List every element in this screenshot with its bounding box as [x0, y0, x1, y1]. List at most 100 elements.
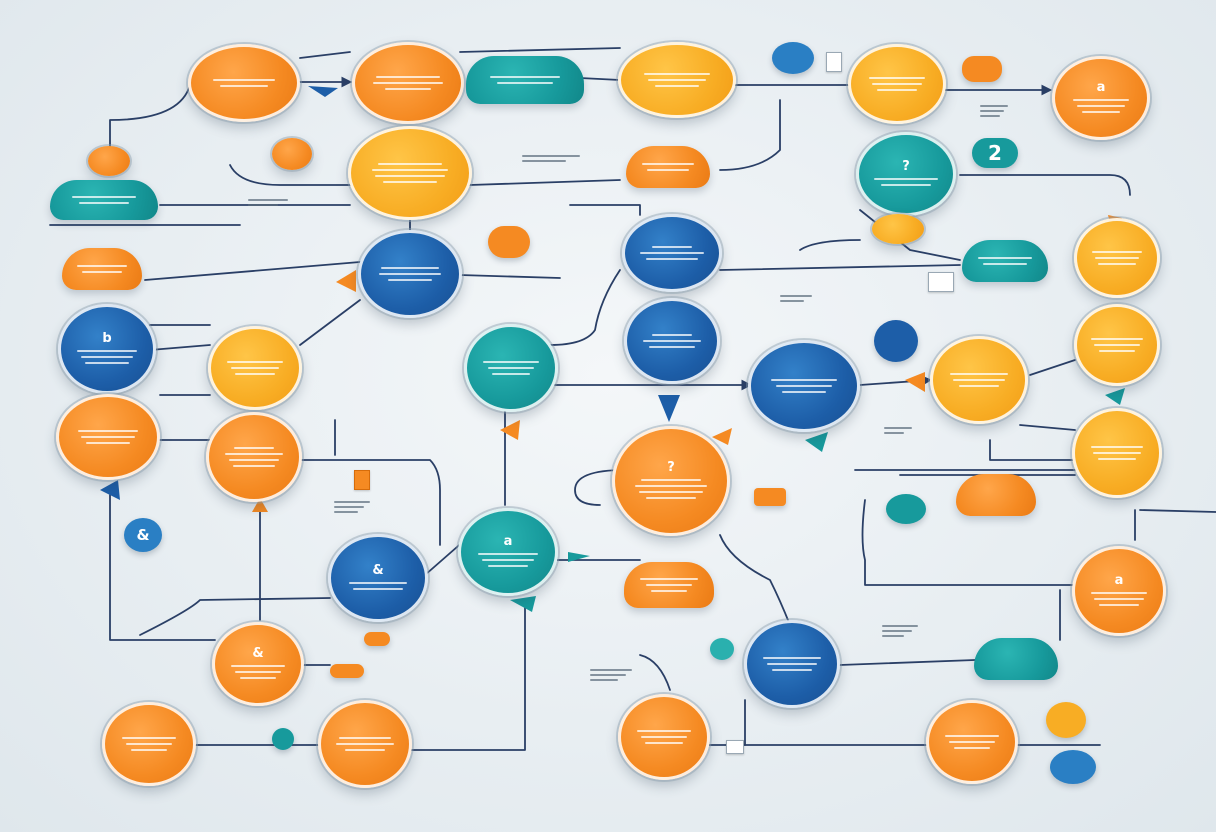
small-node[interactable] [872, 214, 924, 244]
cursor-badge [874, 320, 918, 362]
number-badge: & [124, 518, 162, 552]
flow-node[interactable] [622, 214, 722, 292]
pill-tag [330, 664, 364, 678]
cloud-node[interactable] [626, 146, 710, 188]
connector-line [799, 239, 861, 251]
cloud-node[interactable] [624, 562, 714, 608]
cloud-node[interactable] [974, 638, 1058, 680]
arrow-pointer-icon [500, 420, 520, 440]
connector-line [469, 179, 621, 186]
node-glyph: b [102, 331, 112, 346]
flow-node[interactable] [1072, 408, 1162, 498]
flow-node[interactable] [744, 620, 840, 708]
connector-line [719, 534, 791, 626]
flow-node[interactable] [352, 42, 464, 124]
flow-node[interactable]: & [328, 534, 428, 622]
flow-node[interactable] [348, 126, 472, 220]
flow-node[interactable] [618, 694, 710, 780]
node-glyph: a [503, 534, 513, 549]
number-badge-label: & [136, 526, 150, 544]
connector-line [861, 499, 1076, 586]
flow-node[interactable] [358, 230, 462, 318]
node-glyph: & [252, 646, 264, 661]
annotation-note [882, 622, 922, 640]
node-glyph: & [372, 563, 384, 578]
flow-node[interactable] [56, 394, 160, 480]
document-icon [354, 470, 370, 490]
flow-node[interactable]: a [1052, 56, 1150, 140]
annotation-note [590, 666, 636, 684]
flow-node[interactable] [318, 700, 412, 788]
annotation-note [884, 424, 914, 437]
arrow-pointer-icon [805, 432, 828, 452]
connector-line [139, 597, 331, 636]
flow-node[interactable] [618, 42, 736, 118]
flow-node[interactable] [206, 412, 302, 502]
arrow-pointer-icon [510, 596, 536, 612]
cloud-node[interactable] [50, 180, 158, 220]
connector-line [1139, 509, 1216, 513]
flow-node[interactable] [624, 298, 720, 384]
flow-node[interactable]: a [458, 508, 558, 596]
flow-node[interactable] [748, 340, 860, 432]
connector-line [109, 84, 191, 161]
node-glyph: ? [902, 159, 910, 174]
flow-node[interactable] [926, 700, 1018, 784]
flow-node[interactable] [1074, 218, 1160, 298]
small-badge [1046, 702, 1086, 738]
flow-node[interactable]: b [58, 304, 156, 394]
cloud-node[interactable] [962, 240, 1048, 282]
small-badge [488, 226, 530, 258]
connector-line [459, 274, 561, 279]
node-glyph: a [1096, 80, 1106, 95]
connector-line [149, 344, 211, 351]
connector-line [579, 77, 621, 81]
small-node[interactable] [88, 146, 130, 176]
arrow-pointer-icon [658, 395, 680, 422]
document-icon [928, 272, 954, 292]
arrow-pointer-icon [712, 428, 732, 445]
flow-node[interactable] [848, 44, 946, 124]
cloud-node[interactable] [956, 474, 1036, 516]
flow-node[interactable] [930, 336, 1028, 424]
flow-node[interactable]: ? [612, 426, 730, 536]
flow-node[interactable] [464, 324, 558, 412]
cursor-badge [1050, 750, 1096, 784]
arrow-pointer-icon [252, 498, 268, 512]
annotation-note [980, 102, 1012, 120]
arrow-pointer-icon [905, 372, 925, 392]
connector-line [1019, 424, 1076, 431]
annotation-note [522, 152, 582, 165]
small-badge [710, 638, 734, 660]
small-node[interactable] [272, 138, 312, 170]
label-tag [754, 488, 786, 506]
connector-line [989, 439, 1076, 461]
connector-line [569, 204, 641, 216]
arrow-pointer-icon [100, 480, 120, 500]
arrow-pointer-icon [568, 552, 590, 562]
connector-line [229, 164, 351, 186]
small-badge [962, 56, 1002, 82]
connector-line [639, 654, 671, 691]
cloud-node[interactable] [466, 56, 584, 104]
node-glyph: a [1114, 573, 1124, 588]
connector-line [839, 659, 976, 666]
flow-node[interactable] [1074, 304, 1160, 386]
arrow-pointer-icon [1105, 388, 1125, 405]
flow-node[interactable] [188, 44, 300, 122]
small-badge [272, 728, 294, 750]
flow-node[interactable] [102, 702, 196, 786]
connector-line [409, 599, 526, 751]
flow-node[interactable]: ? [856, 132, 956, 216]
connector-line [549, 269, 621, 346]
flow-node[interactable] [208, 326, 302, 410]
flow-node[interactable]: a [1072, 546, 1166, 636]
flow-node[interactable]: & [212, 622, 304, 706]
cloud-node[interactable] [62, 248, 142, 290]
cursor-badge [886, 494, 926, 524]
document-icon [826, 52, 842, 72]
connector-line [299, 51, 351, 59]
connector-line [459, 47, 621, 53]
